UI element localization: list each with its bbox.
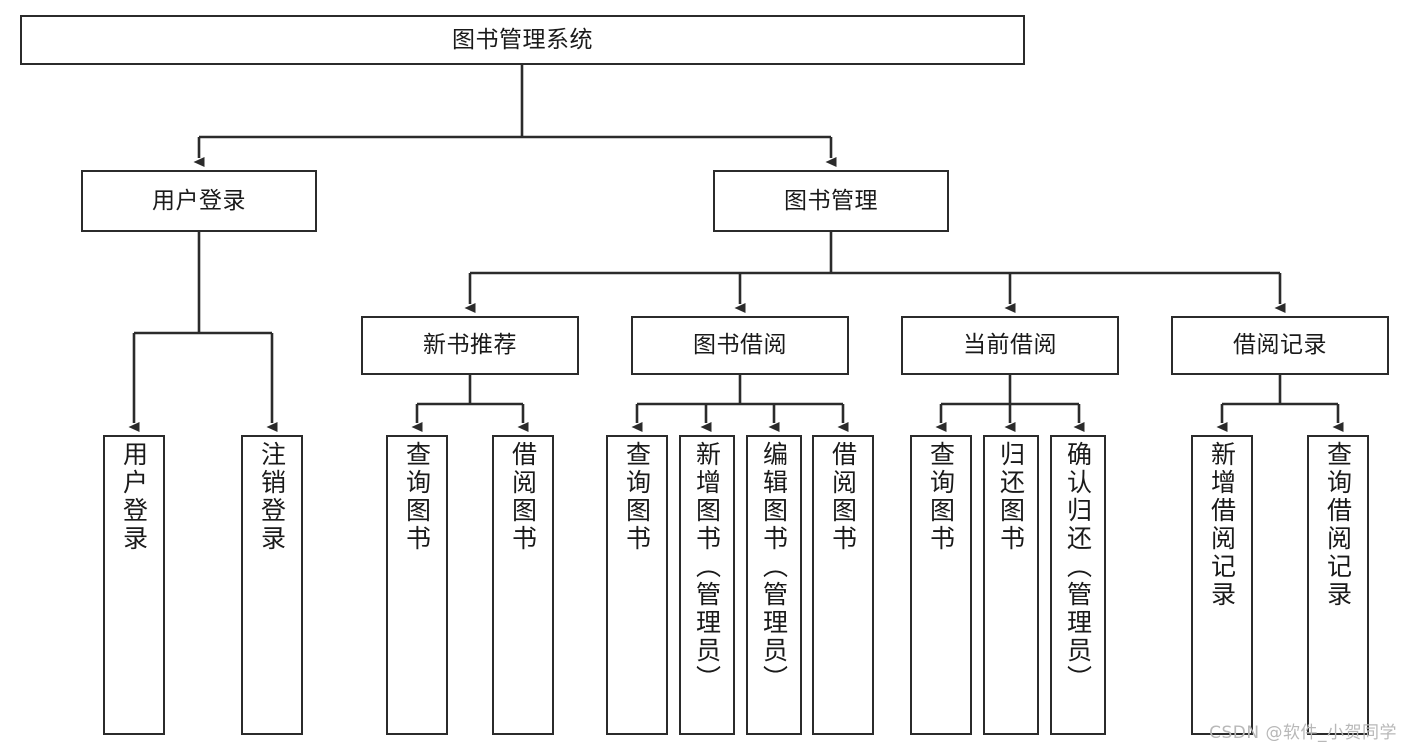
- node-root-book-management-system[interactable]: 图书管理系统: [20, 15, 1025, 65]
- node-new-book-recommend[interactable]: 新书推荐: [361, 316, 579, 375]
- node-label: 查询图书: [926, 441, 956, 553]
- node-label: 确认归还（管理员）: [1063, 441, 1093, 693]
- node-label: 编辑图书（管理员）: [759, 441, 789, 693]
- node-label: 新书推荐: [423, 332, 517, 359]
- leaf-return-book[interactable]: 归还图书: [983, 435, 1039, 735]
- leaf-logout[interactable]: 注销登录: [241, 435, 303, 735]
- leaf-edit-book-admin[interactable]: 编辑图书（管理员）: [746, 435, 802, 735]
- node-label: 新增图书（管理员）: [692, 441, 722, 693]
- node-borrow-record[interactable]: 借阅记录: [1171, 316, 1389, 375]
- leaf-borrow-book[interactable]: 借阅图书: [812, 435, 874, 735]
- leaf-user-login[interactable]: 用户登录: [103, 435, 165, 735]
- node-label: 新增借阅记录: [1207, 441, 1237, 609]
- node-label: 查询图书: [402, 441, 432, 553]
- node-current-borrow[interactable]: 当前借阅: [901, 316, 1119, 375]
- leaf-query-book-borrow[interactable]: 查询图书: [606, 435, 668, 735]
- leaf-query-borrow-record[interactable]: 查询借阅记录: [1307, 435, 1369, 735]
- node-book-borrow[interactable]: 图书借阅: [631, 316, 849, 375]
- node-label: 注销登录: [257, 441, 287, 553]
- node-user-login[interactable]: 用户登录: [81, 170, 317, 232]
- csdn-watermark: CSDN @软件_小贺同学: [1209, 723, 1397, 743]
- leaf-query-book-current[interactable]: 查询图书: [910, 435, 972, 735]
- leaf-confirm-return-admin[interactable]: 确认归还（管理员）: [1050, 435, 1106, 735]
- leaf-query-book-recommend[interactable]: 查询图书: [386, 435, 448, 735]
- node-label: 借阅图书: [828, 441, 858, 553]
- node-book-management[interactable]: 图书管理: [713, 170, 949, 232]
- node-label: 图书管理系统: [452, 26, 593, 53]
- leaf-add-book-admin[interactable]: 新增图书（管理员）: [679, 435, 735, 735]
- node-label: 用户登录: [152, 187, 246, 214]
- node-label: 归还图书: [996, 441, 1026, 553]
- node-label: 查询借阅记录: [1323, 441, 1353, 609]
- node-label: 借阅记录: [1233, 332, 1327, 359]
- node-label: 图书借阅: [693, 332, 787, 359]
- node-label: 用户登录: [119, 441, 149, 553]
- node-label: 图书管理: [784, 187, 878, 214]
- node-label: 借阅图书: [508, 441, 538, 553]
- leaf-borrow-book-recommend[interactable]: 借阅图书: [492, 435, 554, 735]
- node-label: 查询图书: [622, 441, 652, 553]
- leaf-add-borrow-record[interactable]: 新增借阅记录: [1191, 435, 1253, 735]
- node-label: 当前借阅: [963, 332, 1057, 359]
